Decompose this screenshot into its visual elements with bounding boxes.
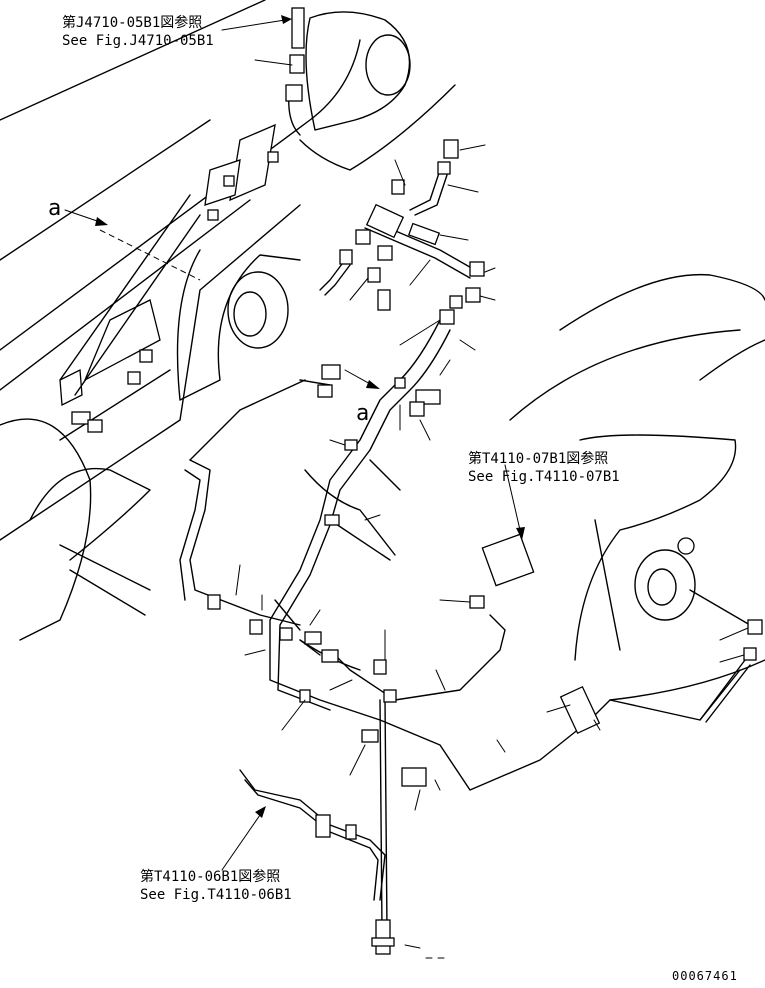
hose-coupling — [315, 814, 331, 838]
nut-2 — [127, 371, 141, 385]
fitting-8 — [339, 249, 353, 265]
clamp-2 — [344, 439, 358, 451]
bolt-bottom — [375, 919, 391, 955]
fitting-10 — [377, 289, 391, 311]
clamp-7 — [383, 689, 397, 703]
clamp-1 — [394, 377, 406, 389]
bolt-bottom-washer — [371, 937, 395, 947]
fitting-11 — [321, 364, 341, 380]
union-top — [289, 54, 305, 74]
leader-lines — [235, 59, 749, 959]
reference-top-jp: 第J4710-05B1図参照 — [62, 14, 202, 31]
clamp-3 — [324, 514, 340, 526]
fitting-16 — [469, 595, 485, 609]
manifold-block — [365, 203, 405, 239]
clamp-5 — [249, 619, 263, 635]
arm-structure — [509, 273, 765, 701]
fittings — [71, 7, 763, 955]
clamp-9 — [299, 689, 311, 703]
hose-fitting-2 — [437, 161, 451, 175]
fitting-15 — [321, 649, 339, 663]
reference-right-en: See Fig.T4110-07B1 — [468, 469, 620, 485]
nut-4 — [207, 209, 219, 221]
fitting-9 — [367, 267, 381, 283]
hydraulic-piping — [179, 169, 751, 931]
reference-right-jp: 第T4110-07B1図参照 — [468, 450, 608, 467]
fitting-7 — [439, 309, 455, 325]
drawing-number: 00067461 — [672, 969, 738, 983]
reference-top: 第J4710-05B1図参照 See Fig.J4710-05B1 — [62, 14, 214, 49]
bolt-left-2 — [87, 419, 103, 433]
elbow-top — [285, 84, 303, 102]
clamp-8 — [361, 729, 379, 743]
fitting-14 — [304, 631, 322, 645]
reference-bottom-en: See Fig.T4110-06B1 — [140, 887, 292, 903]
clamp-6 — [373, 659, 387, 675]
bracket-right — [481, 533, 535, 587]
fitting-elbow-3 — [391, 179, 405, 195]
boom-structure — [0, 0, 456, 541]
fitting-right-1 — [747, 619, 763, 635]
bolt-3 — [401, 767, 427, 787]
nut-3 — [223, 175, 235, 187]
hose-fitting-1 — [443, 139, 459, 159]
bolt-2 — [415, 389, 441, 405]
nut-5 — [267, 151, 279, 163]
view-label-a-left: a — [48, 196, 61, 221]
clamp-4 — [207, 594, 221, 610]
nut-1 — [139, 349, 153, 363]
fitting-tee-2 — [377, 245, 393, 261]
reference-right: 第T4110-07B1図参照 See Fig.T4110-07B1 — [468, 450, 620, 485]
reference-bottom: 第T4110-06B1図参照 See Fig.T4110-06B1 — [140, 868, 292, 903]
fitting-5 — [465, 287, 481, 303]
view-label-a-center: a — [356, 401, 369, 426]
hose-clamp — [345, 824, 357, 840]
bolt-2-head — [409, 401, 425, 417]
boom-mounting-plates — [59, 123, 276, 407]
fitting-6 — [449, 295, 463, 309]
lower-cylinder — [0, 418, 151, 641]
bolt-left-1 — [71, 411, 91, 425]
reference-bottom-jp: 第T4110-06B1図参照 — [140, 868, 280, 885]
fitting-13 — [279, 627, 293, 641]
fitting-tee-1 — [355, 229, 371, 245]
clamp-plate-right — [559, 685, 601, 735]
reference-top-en: See Fig.J4710-05B1 — [62, 33, 214, 49]
fitting-12 — [317, 384, 333, 398]
adapter-top — [291, 7, 305, 49]
fitting-right-2 — [743, 647, 757, 661]
bolt-1 — [407, 222, 441, 246]
fitting-4 — [469, 261, 485, 277]
reference-arrows — [64, 15, 525, 871]
